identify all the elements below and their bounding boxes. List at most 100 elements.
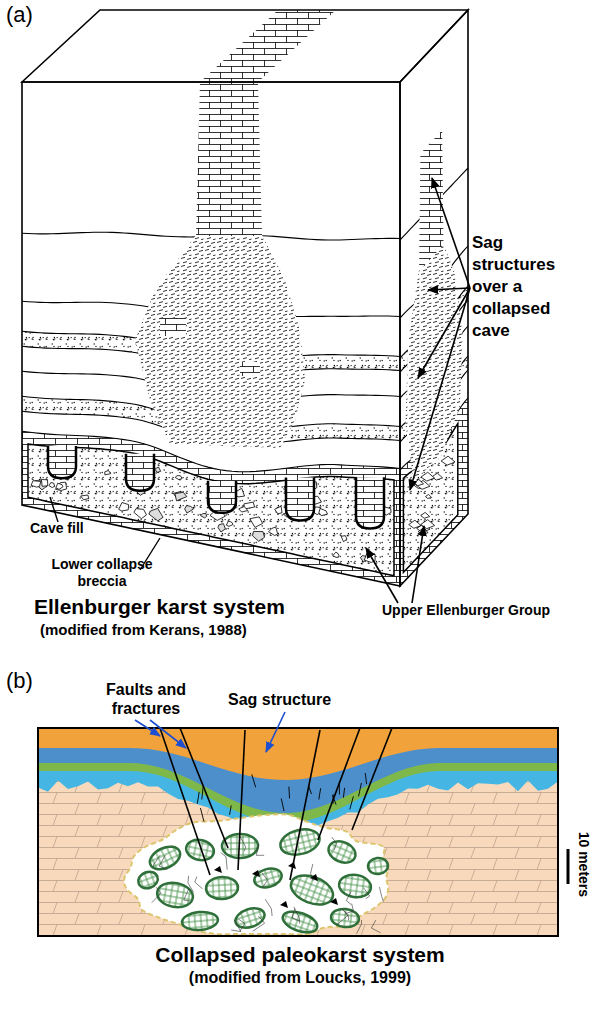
collapse-column-top <box>200 10 336 82</box>
block-outline <box>400 10 468 586</box>
fracture <box>153 855 160 867</box>
green-clast <box>252 865 284 890</box>
cave-pillar <box>126 454 154 491</box>
cave-pillar <box>356 477 384 528</box>
block-right-face <box>400 10 468 586</box>
fracture <box>252 774 256 787</box>
fracture <box>281 798 284 811</box>
breccia-clast <box>31 481 41 487</box>
panel-letter: (a) <box>6 2 46 28</box>
breccia-clast <box>333 552 339 557</box>
fracture <box>288 787 290 799</box>
fracture <box>152 887 161 903</box>
collapse-column <box>196 82 262 236</box>
panel-letter: (b) <box>6 668 46 694</box>
callout-label: Faults and fractures <box>88 680 204 718</box>
fracture <box>371 920 380 933</box>
breccia-clast <box>319 508 328 515</box>
block-front-face <box>22 82 400 586</box>
green-clast <box>287 870 337 910</box>
breccia-clast <box>175 476 182 480</box>
breccia-clast <box>55 482 66 490</box>
leader-arrow <box>135 720 160 736</box>
leader-arrow <box>412 526 424 603</box>
fracture <box>292 909 300 922</box>
green-clast <box>338 873 373 899</box>
panel-caption: Ellenburger karst system <box>34 594 334 619</box>
breccia-clast <box>81 495 89 500</box>
fracture <box>240 837 245 851</box>
breccia-clast <box>426 494 432 498</box>
callout-label: Sag structure <box>228 690 358 709</box>
fracture <box>364 888 370 899</box>
callout-label: Lower collapse breccia <box>44 556 160 590</box>
fracture <box>343 910 348 921</box>
leader-arrow <box>266 712 285 752</box>
fracture <box>336 909 348 925</box>
breccia-clast <box>414 479 424 485</box>
breccia-clast <box>253 531 265 541</box>
fracture <box>357 920 362 934</box>
black-fragment <box>330 898 338 905</box>
black-fragment <box>252 870 260 877</box>
light-blue-layer <box>38 728 558 830</box>
green-clast <box>330 908 360 929</box>
fracture <box>365 773 366 784</box>
breccia-body <box>124 814 388 934</box>
fracture <box>256 844 264 855</box>
leader-arrow <box>150 720 186 748</box>
fracture <box>159 855 167 869</box>
breccia-clast <box>268 527 277 536</box>
fracture <box>230 805 232 814</box>
leader-arrow <box>410 288 470 490</box>
fracture <box>221 853 228 870</box>
fracture <box>332 837 337 850</box>
black-fragment <box>214 866 222 873</box>
fracture <box>231 920 241 932</box>
fracture <box>188 876 194 893</box>
breccia-clast <box>218 524 225 532</box>
block-outline <box>22 10 468 82</box>
breccia-clast <box>119 502 129 510</box>
limestone <box>38 728 558 936</box>
leader-arrow <box>366 548 398 603</box>
breccia-clast <box>105 470 111 474</box>
source-note: (modified from Loucks, 1999) <box>50 968 550 987</box>
fault-line <box>180 728 228 848</box>
breccia-clast <box>341 536 347 542</box>
green-clast <box>205 876 238 900</box>
cave-passage <box>28 444 394 576</box>
black-fragment <box>280 901 288 908</box>
panel-caption: Collapsed paleokarst system <box>50 942 550 967</box>
fracture <box>238 919 244 931</box>
block-outline <box>22 82 400 586</box>
brick-patch <box>240 362 260 376</box>
breccia-clast <box>175 492 187 501</box>
leader-arrow <box>432 178 470 288</box>
green-clast <box>181 910 218 931</box>
leader-arrow <box>428 288 470 290</box>
green-clast <box>325 837 359 866</box>
source-note: (modified from Kerans, 1988) <box>40 621 300 639</box>
breccia-clast <box>185 506 194 514</box>
breccia-clast <box>432 473 443 480</box>
breccia-clast <box>41 480 47 487</box>
sag-zone <box>135 235 305 448</box>
callout-label: Upper Ellenburger Group <box>382 602 597 619</box>
fracture <box>200 808 204 822</box>
fracture <box>197 792 199 804</box>
sag-zone <box>405 244 462 481</box>
section-frame <box>38 728 558 936</box>
fracture <box>379 887 383 901</box>
breccia-clast <box>226 521 233 527</box>
fault-line <box>238 730 245 870</box>
breccia-clast <box>56 483 63 489</box>
breccia-clast <box>239 507 248 513</box>
green-clast <box>280 908 320 937</box>
fracture <box>184 889 190 901</box>
fault-line <box>352 728 392 830</box>
fault-line <box>160 728 210 875</box>
fracture <box>311 864 313 881</box>
